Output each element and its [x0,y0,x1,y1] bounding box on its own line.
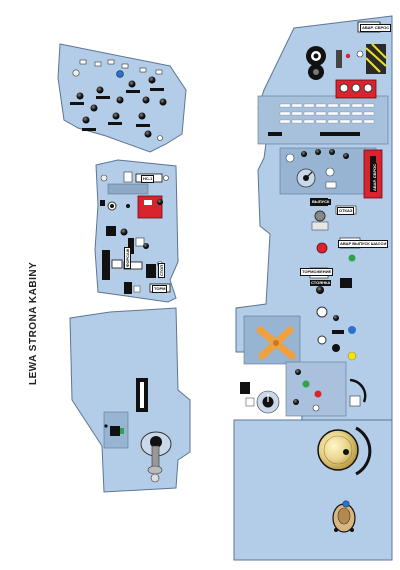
label-avar-vypusk: АВАР ВЫПУСК ШАССИ [338,240,389,248]
panel-right-bottom [233,419,393,561]
label-tormozhenie: ТОРМОЖЕНИЕ [300,268,334,276]
label-nc1: НС-1 [141,175,155,183]
toggle-switch[interactable] [120,228,128,236]
label-stop: СТОП [158,262,165,278]
toggle-switch[interactable] [316,286,324,294]
striped-guard[interactable] [365,43,387,74]
canopy-handle[interactable] [256,326,296,360]
toggle-switch[interactable] [143,243,149,249]
label-stoyanka: СТОЯНКА [310,280,332,286]
red-guarded-switch[interactable] [137,195,163,219]
label-emergency-release: АВАР. СБРОС [372,162,377,192]
label-otkaz: ОТКАЗ [337,207,355,215]
toggle-switch-group[interactable] [76,76,167,141]
panel-left-top [57,43,187,153]
dial-cluster[interactable] [285,149,349,189]
panel-left-bottom [69,307,191,493]
rudder-trim-lever[interactable] [332,500,356,533]
gear-lever-knob[interactable] [316,242,328,254]
label-avar-sbros: АВАР. СБРОС [360,24,392,32]
panel-left-mid [94,159,179,303]
gold-throttle-disc[interactable] [317,429,359,471]
label-vypusk: ВЫПУСК [311,199,331,205]
annunciator-grid [279,103,375,124]
panel-right [235,15,393,421]
throttle-lever[interactable] [140,431,172,483]
label-forsazh: ФОРСАЖ [124,246,131,269]
rotary-selector[interactable] [256,390,280,414]
label-torm: ТОРМ [152,285,168,293]
